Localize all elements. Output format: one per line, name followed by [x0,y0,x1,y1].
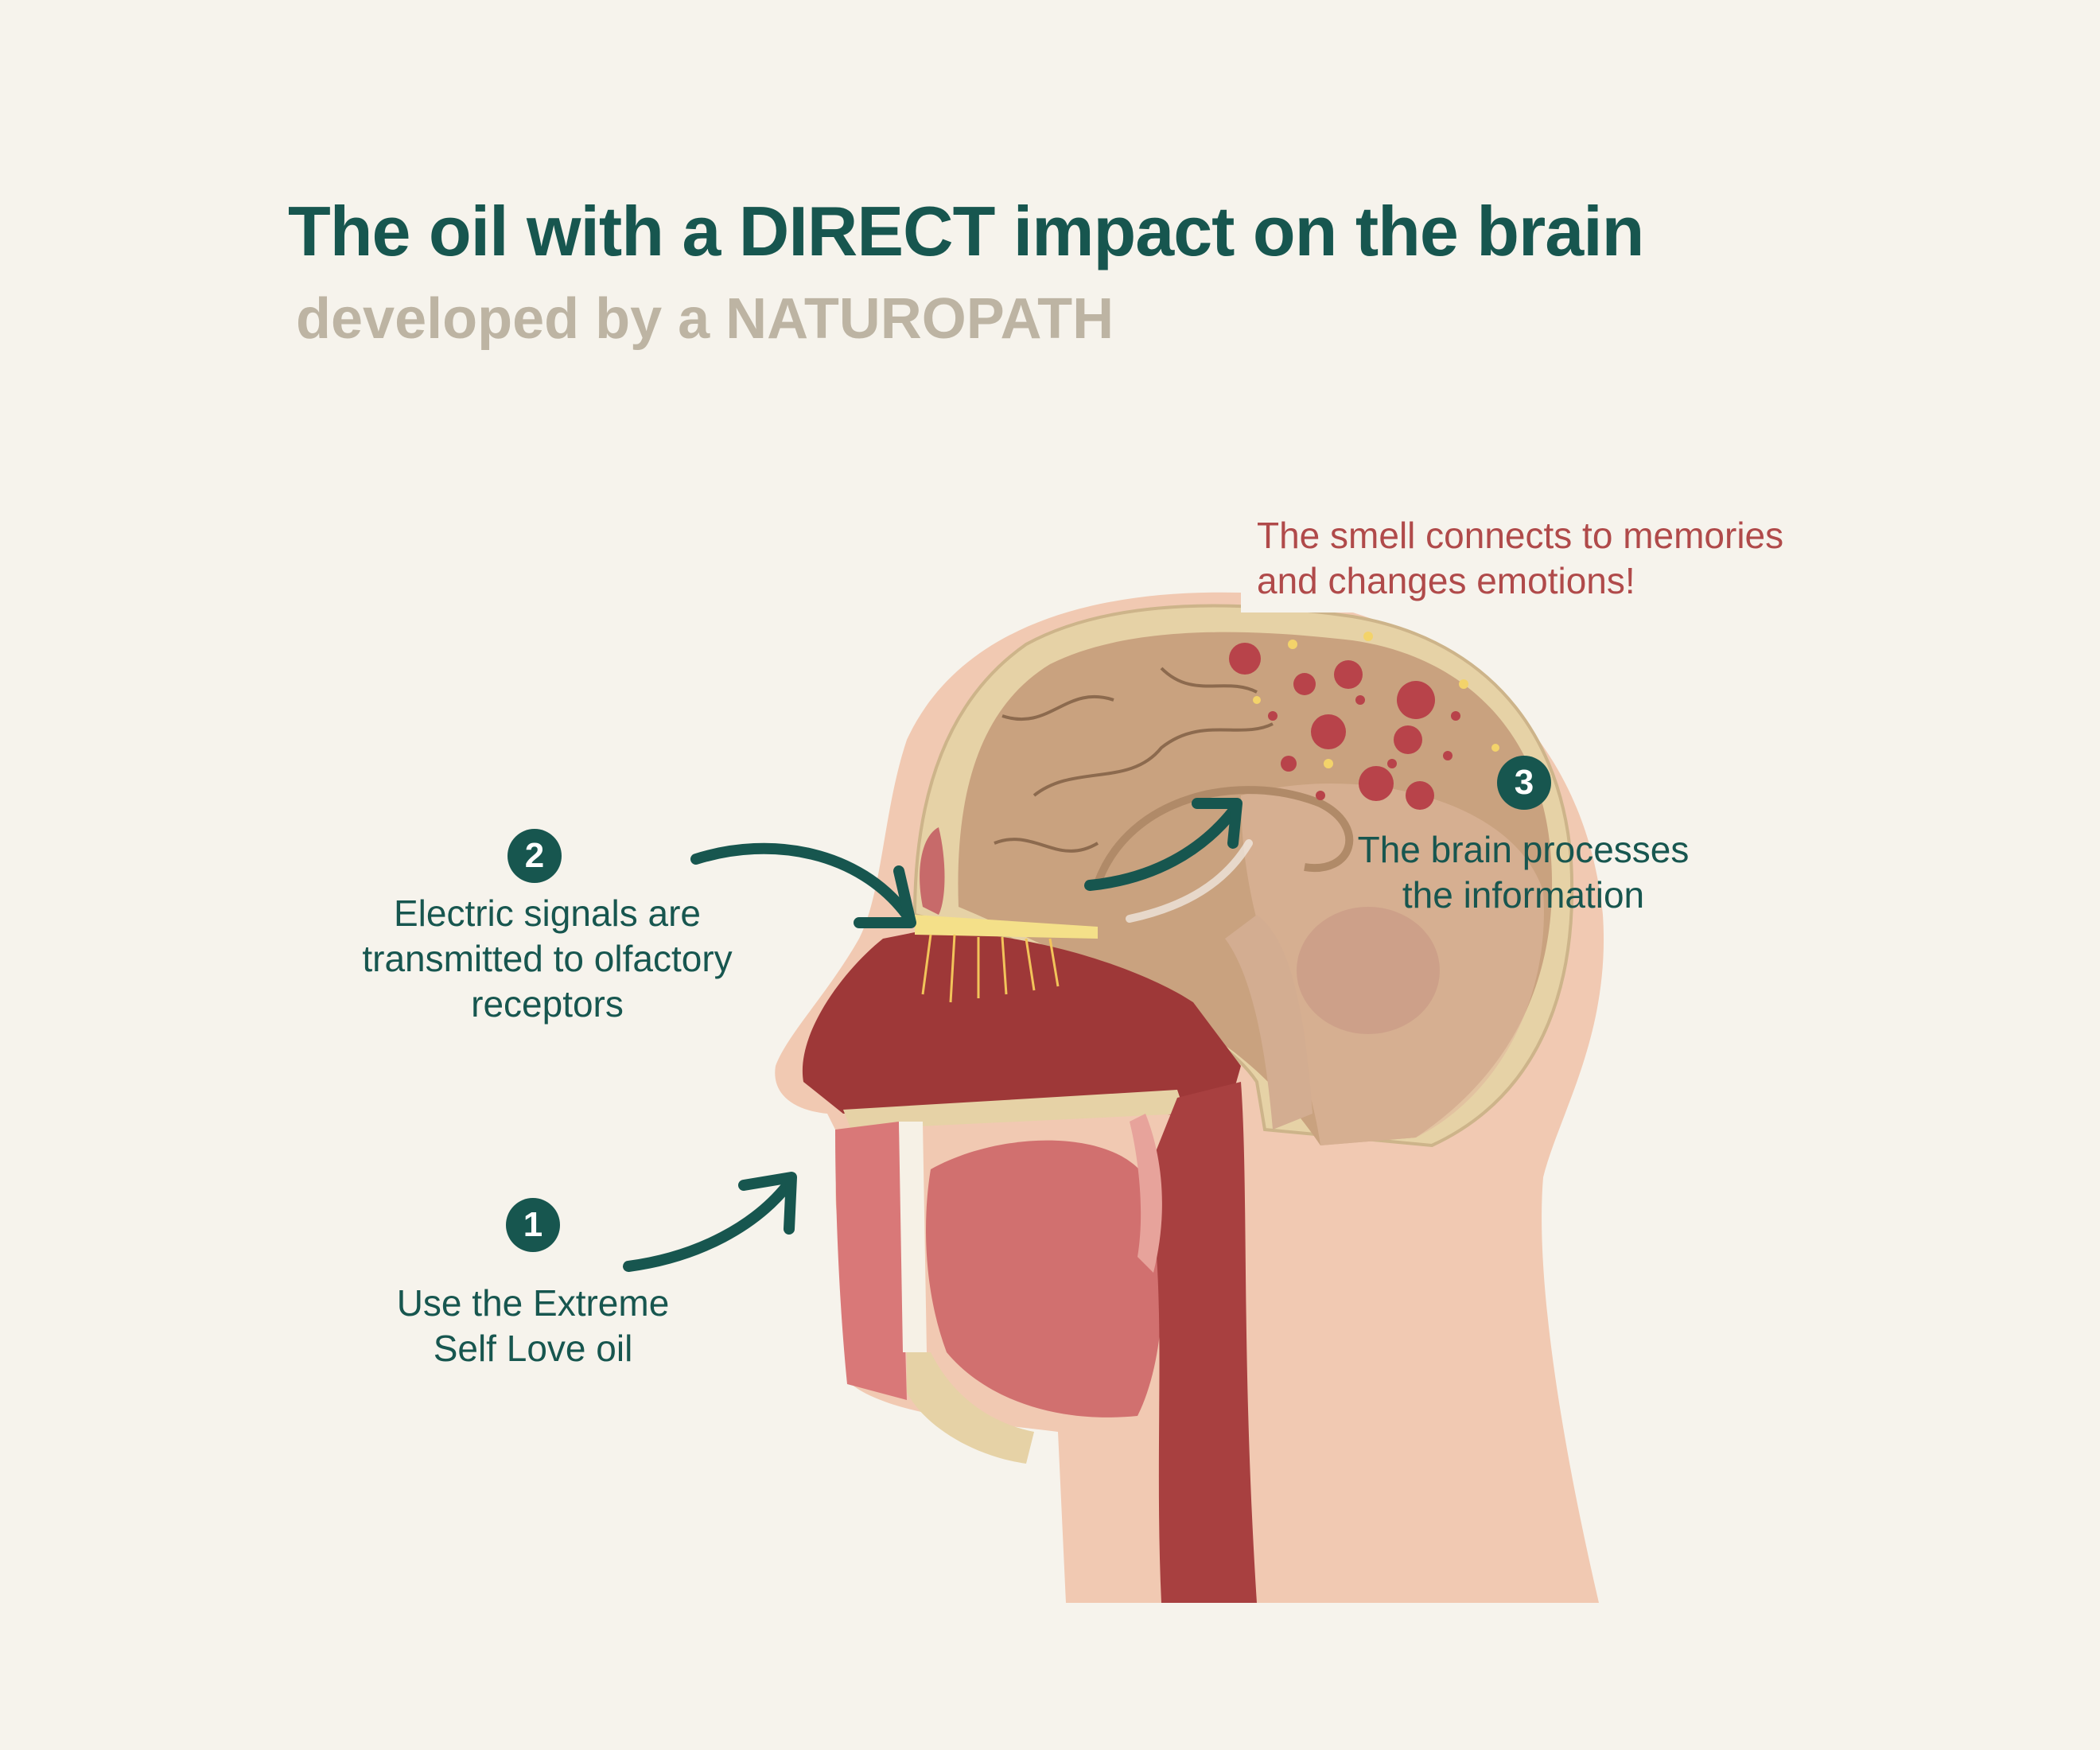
step-2-text: Electric signals are transmitted to olfa… [309,891,786,1027]
nasal-cavity [802,931,1241,1122]
page-subtitle: developed by a NATUROPATH [296,287,1114,351]
step-2-badge: 2 [508,829,562,883]
arrow-2 [690,842,912,920]
arrow-2-head [854,865,916,928]
tongue [926,1140,1163,1418]
olfactory-bulb [915,915,1098,939]
step-line: receptors [471,983,624,1025]
gold-sparkles [1253,632,1499,768]
teeth [899,1122,927,1352]
step-line: Electric signals are [393,892,702,934]
callout-line: and changes emotions! [1257,560,1635,601]
memory-sparkles [1229,643,1460,810]
arrow-3-head [1192,798,1242,849]
corpus-callosum [1094,786,1354,885]
page-title: The oil with a DIRECT impact on the brai… [288,192,1644,270]
sinus [920,827,945,915]
cerebellum [1297,907,1440,1034]
arrow-1-head [738,1172,797,1235]
step-line: Use the Extreme [396,1282,670,1324]
arrow-3 [1084,806,1239,891]
arrow-3-shadow [1126,839,1253,923]
lips [835,1122,907,1400]
jaw-bone [907,1352,1034,1464]
arrow-1 [623,1180,793,1272]
brain-folds [994,667,1274,853]
step-3-badge: 3 [1497,756,1551,810]
memory-callout: The smell connects to memories and chang… [1257,513,1783,604]
olfactory-nerves [921,934,1060,1003]
step-line: The brain processes [1357,829,1690,870]
step-1-badge: 1 [506,1198,560,1252]
step-line: transmitted to olfactory [362,938,733,979]
callout-backdrop [1241,509,1798,612]
step-3-text: The brain processes the information [1285,827,1762,918]
epiglottis [1130,1114,1162,1273]
throat [1145,1082,1257,1603]
step-1-text: Use the Extreme Self Love oil [334,1281,732,1371]
hard-palate [843,1090,1185,1130]
step-line: the information [1402,874,1645,916]
step-line: Self Love oil [433,1328,633,1369]
brainstem [1225,915,1312,1130]
callout-line: The smell connects to memories [1257,515,1784,556]
